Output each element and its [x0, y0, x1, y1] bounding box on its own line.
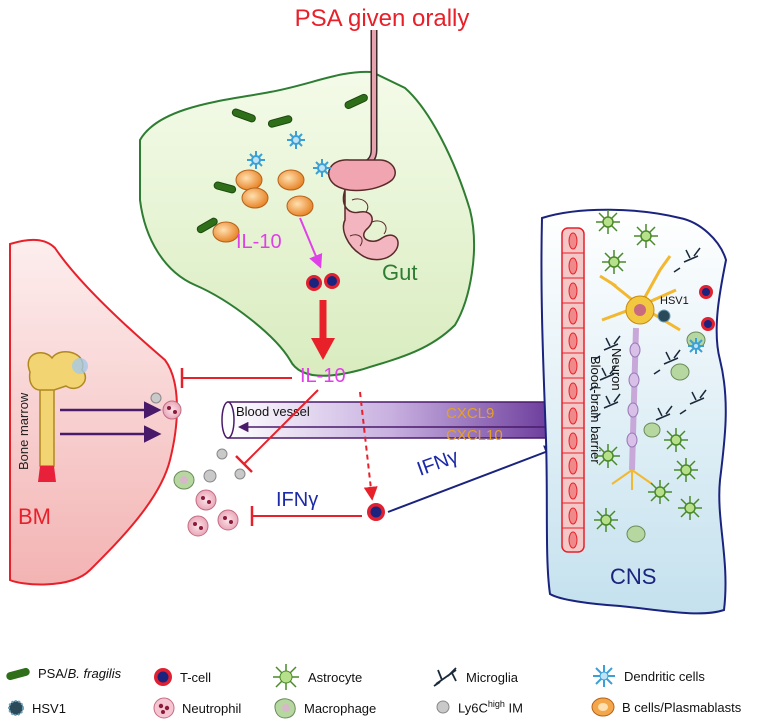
bacteria-icon	[6, 667, 30, 680]
gut-label: Gut	[382, 260, 417, 285]
cns-astrocytes	[594, 210, 702, 532]
bm-region: BM	[9, 238, 178, 586]
digestive-tract-icon	[328, 30, 399, 261]
cxcl10-label: CXCL10	[446, 427, 503, 444]
legend-item-astrocyte: Astrocyte	[270, 662, 362, 692]
blood-brain-barrier: Blood-brain barrier	[561, 227, 603, 553]
legend-item-microglia: Microglia	[432, 664, 518, 690]
bacteria-cluster	[196, 93, 368, 234]
cxcl9-label: CXCL9	[446, 405, 494, 422]
legend-item-bcells: B cells/Plasmablasts	[590, 696, 741, 718]
legend-item-neutrophil: Neutrophil	[152, 696, 241, 720]
il10-inhibit-neutrophils-bar	[235, 455, 253, 473]
dendritic-cell-icon	[593, 665, 615, 687]
il10-gut-label: IL-10	[236, 231, 282, 253]
b-cell-icon	[591, 697, 615, 717]
gut-region: Gut	[139, 70, 475, 377]
cns-t-cells	[699, 285, 715, 331]
legend-psa-italic: B. fragilis	[67, 666, 122, 681]
ly6c-im-icon	[436, 700, 450, 714]
il10-main-label: IL-10	[300, 365, 346, 387]
macrophage-icon	[274, 698, 296, 719]
neutrophils-blood	[187, 489, 239, 537]
ifng-right-label: IFNγ	[414, 446, 461, 481]
bone-marrow-label: Bone marrow	[16, 392, 31, 470]
legend-astrocyte-label: Astrocyte	[308, 669, 363, 685]
microglia-icon	[433, 667, 457, 687]
b-cells-gut	[212, 169, 314, 243]
il10-gut-arrow	[299, 217, 323, 269]
legend-item-hsv1: HSV1	[6, 698, 66, 718]
cns-microglia	[589, 247, 707, 431]
astrocyte-icon	[273, 664, 299, 690]
t-cell-icon	[154, 668, 172, 686]
legend-ly6c-suffix: IM	[504, 700, 523, 716]
legend-dendritic-label: Dendritic cells	[624, 668, 705, 684]
legend-item-psa: PSA/B. fragilis	[4, 666, 121, 681]
ifng-left-label: IFNγ	[276, 489, 318, 511]
t-cell-blood	[367, 503, 385, 521]
ifng-cns-arrow	[387, 445, 559, 513]
legend-item-tcell: T-cell	[152, 666, 211, 688]
legend-item-dendritic: Dendritic cells	[590, 662, 705, 690]
legend-microglia-label: Microglia	[466, 669, 519, 685]
hsv1-cns-label: HSV1	[660, 295, 689, 307]
immunology-diagram: PSA given orally Gut IL-10	[9, 5, 728, 615]
legend-neutrophil-label: Neutrophil	[182, 700, 242, 716]
legend-macrophage-label: Macrophage	[304, 700, 377, 716]
bm-label: BM	[18, 504, 51, 529]
legend-psa-prefix: PSA/	[38, 666, 68, 681]
neuron-label: Neuron	[609, 348, 624, 391]
legend-hsv1-label: HSV1	[32, 700, 66, 716]
blood-vessel-label: Blood vessel	[236, 404, 310, 419]
bbb-label: Blood-brain barrier	[588, 356, 603, 464]
il10-inhibit-neutrophils	[243, 389, 319, 465]
circulating-cells	[173, 448, 246, 490]
bone-icon: Bone marrow	[16, 351, 88, 482]
legend-bcells-label: B cells/Plasmablasts	[622, 699, 742, 715]
blood-vessel: Blood vessel CXCL9 CXCL10	[221, 401, 563, 444]
gut-to-blood-arrowhead	[311, 338, 335, 360]
legend-item-macrophage: Macrophage	[272, 696, 376, 720]
legend-item-ly6c: Ly6Chigh IM	[434, 698, 523, 716]
cns-label: CNS	[610, 564, 656, 589]
cns-macrophages	[626, 331, 706, 543]
title: PSA given orally	[295, 5, 470, 32]
t-cells-gut	[306, 273, 340, 291]
hsv1-icon	[8, 700, 24, 716]
legend-ly6c-sup: high	[487, 698, 505, 709]
legend-tcell-label: T-cell	[180, 669, 212, 685]
neutrophil-icon	[153, 697, 175, 719]
cns-dendritic	[688, 338, 704, 354]
dendritic-cells-gut	[247, 131, 331, 177]
neuron-icon: Neuron HSV1	[599, 255, 689, 490]
neutrophils-bm	[150, 392, 182, 420]
legend-ly6c-prefix: Ly6C	[458, 700, 488, 716]
legend: PSA/B. fragilis T-cell Astrocyte Microgl…	[0, 640, 766, 723]
